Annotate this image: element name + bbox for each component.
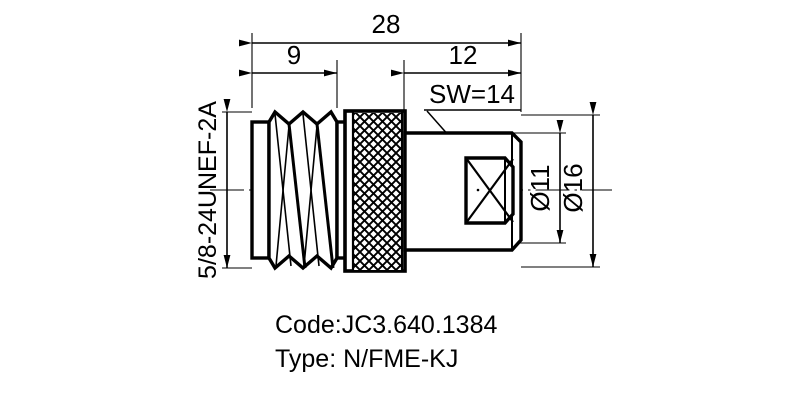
dim-text-across-flats: SW=14 <box>429 79 515 109</box>
caption-type-line: Type: N/FME-KJ <box>275 345 459 373</box>
dim-text-thread-spec: 5/8-24UNEF-2A <box>194 101 222 279</box>
dim-text-thread-length: 9 <box>287 40 301 70</box>
hex-center-dot <box>476 188 480 192</box>
knurl-pattern-fill <box>353 113 402 270</box>
thread-crest-lines <box>287 123 335 269</box>
caption-block: Code:JC3.640.1384 Type: N/FME-KJ <box>0 308 800 376</box>
caption-code-line: Code:JC3.640.1384 <box>275 311 498 339</box>
end-flange <box>250 120 271 260</box>
dim-text-inner-diameter: Ø11 <box>525 164 555 211</box>
dim-text-overall-length: 28 <box>372 9 401 39</box>
thread-helix-lines <box>274 113 320 267</box>
dim-text-outer-diameter: Ø16 <box>558 163 588 212</box>
part-outline <box>250 109 523 273</box>
dim-text-hex-end-length: 12 <box>449 40 478 70</box>
dimension-texts: 28 9 12 SW=14 5/8-24UNEF-2A Ø11 Ø16 <box>194 9 588 279</box>
